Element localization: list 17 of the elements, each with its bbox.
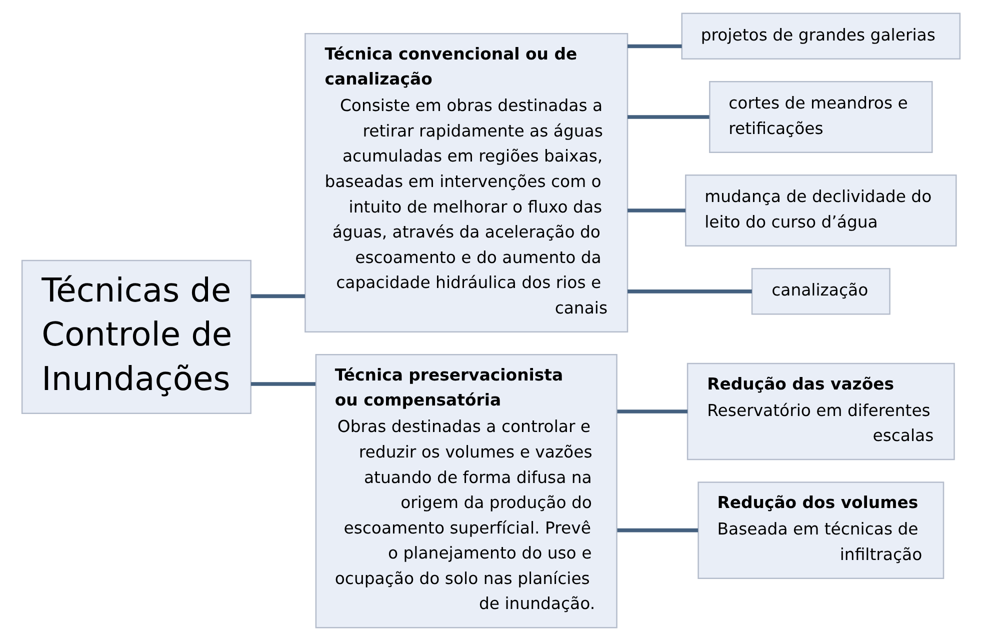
node-box: projetos de grandes galerias [681,12,961,60]
connector [250,294,305,298]
connector [628,44,682,48]
node-box: Redução dos volumes Baseada em técnicas de infiltração [698,482,944,579]
node-box: mudança de declividade do leito do curso d’água [685,174,957,247]
node-box: Técnica preservacionista ou compensatória Obras destinadas a controlar e reduzir os volumes e vazões atuando de forma difusa na origem da produção do escoamento superfícial. Prevê o planejamento do uso e ocupação do solo nas planícies de inundação. [315,354,618,628]
node-box: Técnica convencional ou de canalização Consiste em obras destinadas a retirar rapidamente as águas acumuladas em regiões baixas, baseadas em intervenções com o intuito de melhorar o fluxo das águas, através da aceleração do escoamento e do aumento da capacidade hidráulica dos rios e canais [304,32,628,332]
node-box: cortes de meandros e retificações [709,80,933,154]
connector [617,528,698,532]
connector [628,290,752,294]
connector [628,115,710,119]
connector [250,382,316,386]
connector [617,410,688,414]
node-box: Redução das vazões Reservatório em diferentes escalas [686,362,955,460]
connector [628,208,686,212]
node-box: Técnicas de Controle de Inundações [21,260,252,414]
node-box: canalização [751,268,890,315]
